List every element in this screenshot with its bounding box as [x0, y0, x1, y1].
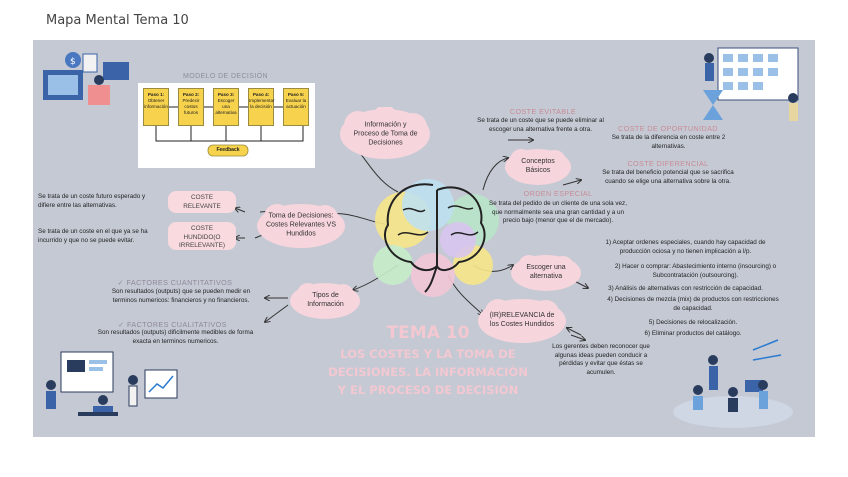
factores-cualitativos-text: Son resultados (outputs) dificilmente me… — [97, 329, 254, 345]
calendar-illustration — [703, 47, 799, 121]
model-feedback: Feedback — [216, 147, 240, 153]
subtitle-line: LOS COSTES Y LA TOMA DE — [340, 347, 516, 361]
coste-relevante-box: COSTE RELEVANTE — [168, 191, 236, 213]
subtitle-line: DECISIONES. LA INFORMACIÓN — [328, 365, 528, 379]
tema-number: TEMA 10 — [386, 323, 470, 343]
alternativa-item: 2) Hacer o comprar: Abastecimiento inter… — [614, 263, 777, 279]
alternativa-item: 5) Decisiones de relocalización. — [648, 319, 738, 326]
mind-map-board: MODELO DE DECISIÓN Paso 1:Obtener inform… — [33, 40, 815, 437]
irrelevancia-text: Los gerentes deben reconocer que algunas… — [552, 343, 650, 376]
branch-escoger: Escoger una alternativa — [509, 252, 583, 292]
coste-diferencial-text: Se trata del beneficio potencial que se … — [602, 169, 734, 185]
alternativa-item: 3) Análisis de alternativas con restricc… — [608, 285, 763, 292]
branch-informacion: Información y Proceso de Toma de Decisio… — [338, 107, 433, 161]
branch-conceptos: Conceptos Básicos — [503, 146, 573, 186]
model-step-1: Paso 1:Obtener información — [143, 88, 169, 126]
model-step-4: Paso 4:Implementar la decisión — [248, 88, 275, 126]
branch-toma: Toma de Decisiones: Costes Relevantes VS… — [255, 200, 347, 250]
finance-illustration: $ — [43, 52, 129, 105]
coste-relevante-text: Se trata de un coste futuro esperado y d… — [38, 193, 146, 209]
coste-oportunidad-heading: COSTE DE OPORTUNIDAD — [618, 124, 718, 133]
coste-oportunidad-text: Se trata de la diferencia en coste entre… — [611, 134, 726, 150]
coste-evitable-heading: COSTE EVITABLE — [509, 107, 577, 116]
model-diagram: Paso 1:Obtener información Paso 2:Predec… — [138, 83, 315, 168]
factores-cuantitativos-text: Son resultados (outputs) que se pueden m… — [111, 288, 251, 304]
team-illustration — [673, 339, 793, 428]
alternativa-item: 6) Eliminar productos del catálogo. — [644, 330, 742, 337]
branch-tipos: Tipos de Información — [288, 280, 363, 320]
model-step-2: Paso 2:Predecir costos futuros — [178, 88, 204, 126]
coste-evitable-text: Se trata de un coste que se puede elimin… — [477, 117, 604, 133]
arrow-to-conceptos — [482, 158, 508, 191]
decorative-illustrations: $ — [43, 47, 799, 428]
factores-cualitativos-heading: ✓ FACTORES CUALITATIVOS — [118, 320, 227, 329]
factores-cuantitativos-heading: ✓ FACTORES CUANTITATIVOS — [117, 278, 233, 287]
model-connectors — [155, 106, 304, 157]
svg-text:$: $ — [70, 57, 76, 67]
brain-illustration — [373, 179, 499, 297]
page-title: Mapa Mental Tema 10 — [46, 13, 189, 28]
model-step-5: Paso 5:Evaluar la actuación — [283, 88, 309, 126]
model-step-3: Paso 3:Escoger una alternativa — [213, 88, 239, 126]
orden-especial-heading: ORDEN ESPECIAL — [523, 189, 593, 198]
coste-hundido-text: Se trata de un coste en el que ya se ha … — [38, 228, 148, 244]
subtitle-line: Y EL PROCESO DE DECISIÓN — [337, 383, 519, 397]
alternativa-item: 4) Decisiones de mezcla (mix) de product… — [607, 296, 779, 312]
orden-especial-text: Se trata del pedido de un cliente de una… — [489, 200, 627, 224]
model-title: MODELO DE DECISIÓN — [183, 73, 268, 80]
coste-diferencial-heading: COSTE DIFERENCIAL — [627, 159, 709, 168]
alternativa-item: 1) Aceptar ordenes especiales, cuando ha… — [605, 239, 766, 255]
coste-hundido-box: COSTE HUNDIDO(O IRRELEVANTE) — [168, 222, 236, 250]
center-title: TEMA 10 LOS COSTES Y LA TOMA DE DECISION… — [293, 323, 563, 397]
presentation-illustration — [46, 351, 178, 416]
branch-irrelevancia: (IR)RELEVANCIA de los Costes Hundidos — [476, 295, 568, 345]
